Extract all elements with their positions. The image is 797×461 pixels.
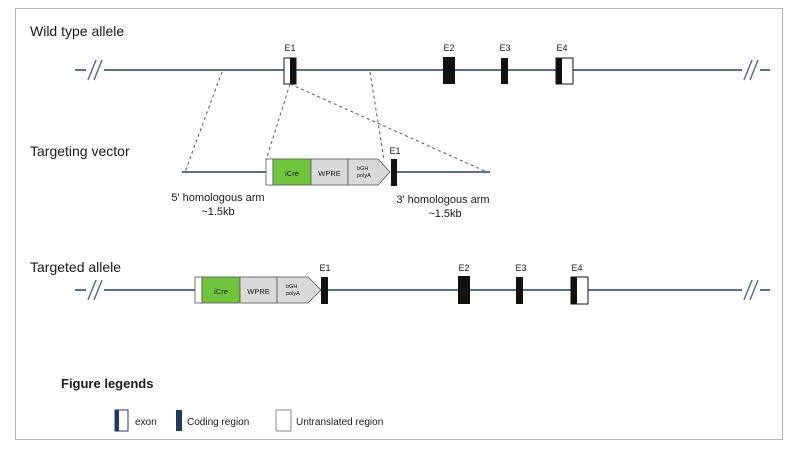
targeted-polya-label: polyA xyxy=(286,291,300,297)
figure-frame xyxy=(15,8,783,440)
targeted-e2-label: E2 xyxy=(458,263,469,273)
wild-type-exon-e1-coding xyxy=(290,58,296,84)
five-arm-label: 5' homologous arm xyxy=(171,192,264,204)
legend-utr-item: Untranslated region xyxy=(275,409,383,432)
targeted-exon-e4-coding xyxy=(571,277,577,304)
wild-type-title: Wild type allele xyxy=(30,23,124,39)
wild-type-break-left xyxy=(86,58,104,82)
vector-e1-label: E1 xyxy=(389,146,400,156)
targeted-allele-title: Targeted allele xyxy=(30,259,121,275)
targeted-icre-box xyxy=(201,276,241,304)
legend-title: Figure legends xyxy=(61,376,153,391)
wild-type-e1-label: E1 xyxy=(284,43,295,53)
targeted-utr-box xyxy=(194,276,203,304)
targeted-e4-label: E4 xyxy=(571,263,582,273)
vector-icre-box xyxy=(272,158,312,186)
vector-utr-box xyxy=(265,158,274,186)
vector-wpre-box xyxy=(310,158,349,186)
wild-type-e2-label: E2 xyxy=(443,43,454,53)
vector-icre-label: iCre xyxy=(285,169,299,178)
targeted-break-right xyxy=(742,278,760,302)
targeted-icre-label: iCre xyxy=(214,287,228,296)
homology-guides xyxy=(184,71,488,173)
wild-type-break-right xyxy=(742,58,760,82)
targeted-exon-e2 xyxy=(458,276,470,304)
targeting-vector-title: Targeting vector xyxy=(30,143,130,159)
wild-type-e3-label: E3 xyxy=(499,43,510,53)
legend-exon-swatch-coding xyxy=(115,410,119,431)
legend-utr-swatch xyxy=(275,409,292,432)
targeted-bgh-label: bGH xyxy=(286,284,297,290)
three-arm-label: 3' homologous arm xyxy=(396,194,489,206)
three-arm-size: ~1.5kb xyxy=(428,208,461,220)
targeted-wpre-box xyxy=(239,276,278,304)
targeted-cassette: iCre WPRE bGH polyA xyxy=(194,276,322,304)
targeted-bgh-arrow xyxy=(276,276,322,304)
wild-type-e4-label: E4 xyxy=(556,43,567,53)
vector-bgh-label: bGH xyxy=(357,166,368,172)
legend-exon-item: exon xyxy=(114,409,157,432)
wild-type-exon-e2 xyxy=(443,57,455,84)
legend-coding-label: Coding region xyxy=(187,417,249,428)
vector-exon-e1 xyxy=(391,159,397,186)
wild-type-exon-e3 xyxy=(501,58,508,84)
legend-coding-item: Coding region xyxy=(176,410,249,431)
legend-coding-swatch xyxy=(176,410,182,431)
wild-type-exon-e4-coding xyxy=(556,58,562,84)
targeted-exon-e1 xyxy=(321,277,328,304)
targeted-e1-label: E1 xyxy=(319,263,330,273)
targeted-exon-e3 xyxy=(516,277,523,304)
targeted-break-left xyxy=(86,278,104,302)
vector-bgh-arrow xyxy=(347,158,391,186)
vector-wpre-label: WPRE xyxy=(318,169,341,178)
five-arm-size: ~1.5kb xyxy=(201,206,234,218)
vector-cassette: iCre WPRE bGH polyA E1 xyxy=(265,146,401,186)
targeted-e3-label: E3 xyxy=(515,263,526,273)
targeted-wpre-label: WPRE xyxy=(247,287,270,296)
vector-polya-label: polyA xyxy=(357,173,371,179)
legend-exon-label: exon xyxy=(135,417,157,428)
legend-utr-label: Untranslated region xyxy=(296,417,383,428)
